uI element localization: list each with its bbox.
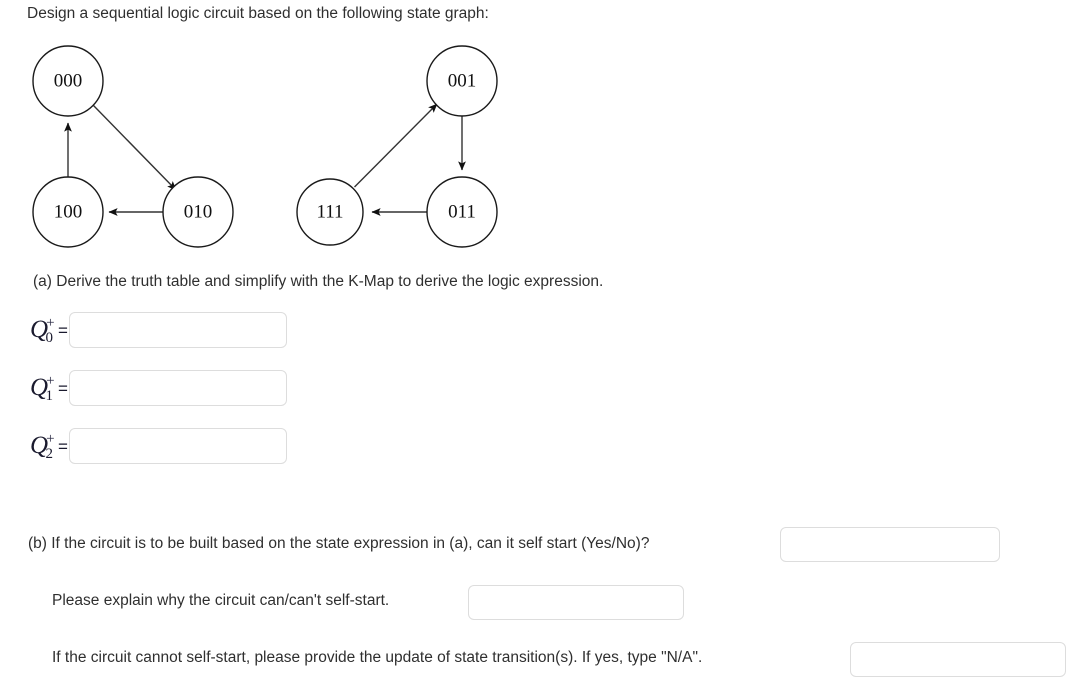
q0-next-state-label: Q+0= — [30, 315, 74, 346]
q1-answer-input[interactable] — [69, 370, 287, 406]
q2-next-state-label: Q+2= — [30, 431, 74, 462]
q2-label-superscript: + — [46, 431, 55, 447]
q1-equals-sign: = — [58, 379, 68, 398]
state-node-100: 100 — [32, 176, 104, 248]
part-a-instruction-text: (a) Derive the truth table and simplify … — [33, 273, 604, 290]
edge-000-to-010 — [92, 105, 177, 191]
q1-label-superscript: + — [46, 373, 55, 389]
q0-equals-sign: = — [58, 321, 68, 340]
q2-equals-sign: = — [58, 437, 68, 456]
q1-next-state-label: Q+1= — [30, 373, 74, 404]
question-intro-text: Design a sequential logic circuit based … — [27, 5, 489, 22]
state-graph-diagram: 000 100 010 001 111 011 — [20, 38, 540, 258]
q0-label-subscript: 0 — [45, 330, 54, 346]
state-node-label: 010 — [184, 202, 213, 223]
explain-instruction-text: Please explain why the circuit can/can't… — [52, 592, 390, 609]
state-node-001: 001 — [426, 45, 498, 117]
state-node-label: 001 — [448, 71, 477, 92]
state-node-label: 000 — [54, 71, 83, 92]
state-node-111: 111 — [296, 178, 364, 246]
update-instruction-text: If the circuit cannot self-start, please… — [52, 649, 703, 666]
state-node-label: 011 — [448, 202, 476, 223]
q0-label-superscript: + — [46, 315, 55, 331]
explain-answer-input[interactable] — [468, 585, 684, 620]
q2-label-subscript: 2 — [45, 446, 54, 462]
self-start-answer-input[interactable] — [780, 527, 1000, 562]
state-node-label: 100 — [54, 202, 83, 223]
edge-111-to-001 — [354, 103, 438, 188]
state-node-label: 111 — [316, 202, 343, 223]
q0-answer-input[interactable] — [69, 312, 287, 348]
q1-label-base: Q — [30, 374, 49, 401]
q2-label-base: Q — [30, 432, 49, 459]
part-b-instruction-text: (b) If the circuit is to be built based … — [28, 535, 650, 552]
q1-label-subscript: 1 — [45, 388, 54, 404]
state-node-000: 000 — [32, 45, 104, 117]
state-node-010: 010 — [162, 176, 234, 248]
q0-label-base: Q — [30, 316, 49, 343]
state-node-011: 011 — [426, 176, 498, 248]
update-answer-input[interactable] — [850, 642, 1066, 677]
q2-answer-input[interactable] — [69, 428, 287, 464]
